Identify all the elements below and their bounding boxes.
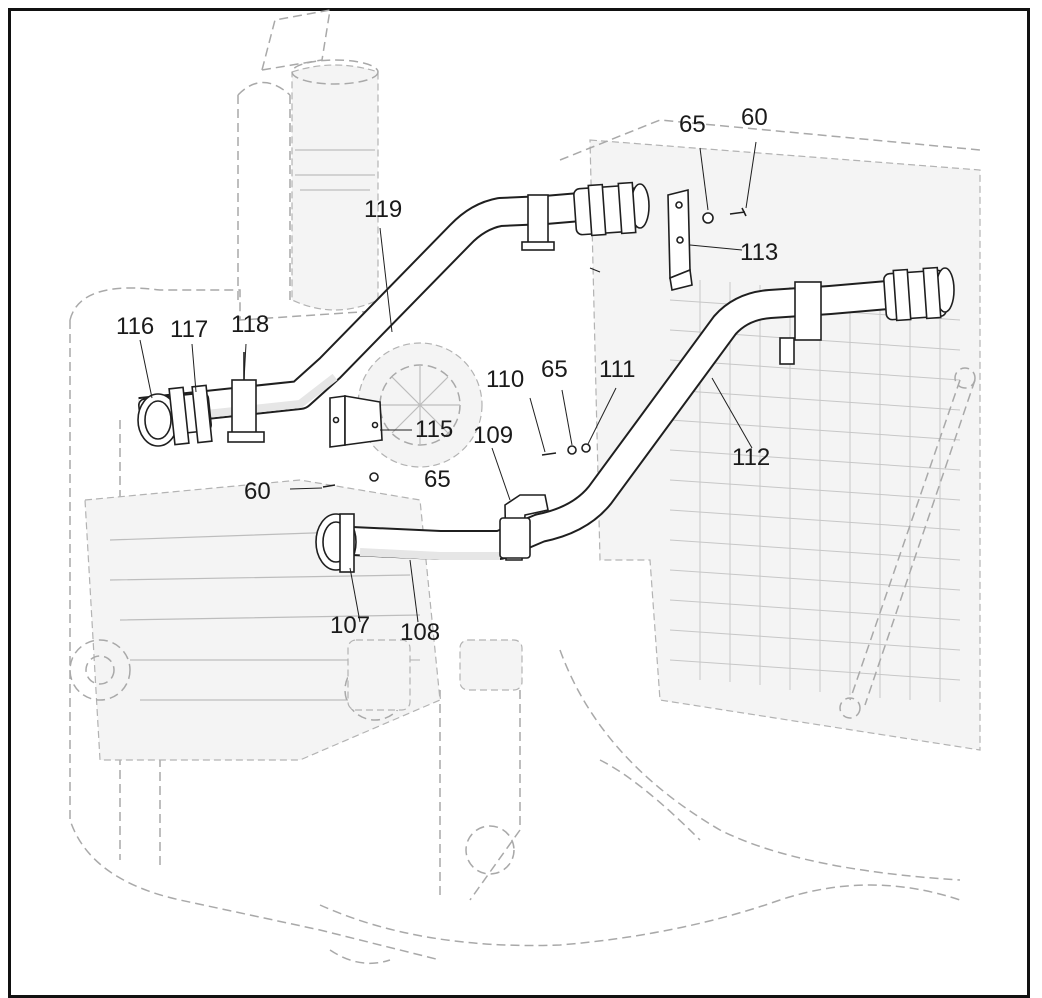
callout-107: 107 <box>330 612 371 639</box>
callout-65-top: 65 <box>679 111 706 138</box>
callout-111: 111 <box>599 356 636 383</box>
radiator-grid <box>669 280 976 719</box>
callout-110: 110 <box>486 366 525 393</box>
callout-117: 117 <box>170 316 209 343</box>
left-couplers <box>137 352 265 447</box>
pipe-112 <box>315 266 955 573</box>
callout-65-lower: 65 <box>424 466 451 493</box>
callout-118: 118 <box>231 311 270 338</box>
pipe-119 <box>138 181 650 427</box>
callout-60-top: 60 <box>741 104 768 131</box>
callout-60-lower: 60 <box>244 478 271 505</box>
bracket-113 <box>667 188 693 291</box>
callout-65-mid: 65 <box>541 356 568 383</box>
ghost-background <box>69 9 981 965</box>
bracket-115 <box>329 395 383 448</box>
fasteners <box>322 207 747 488</box>
callout-116: 116 <box>116 313 155 340</box>
callout-113: 113 <box>740 239 779 266</box>
callout-119: 119 <box>364 196 403 223</box>
leader-lines <box>139 141 757 623</box>
callout-115: 115 <box>415 416 454 443</box>
callout-112: 112 <box>732 444 771 471</box>
callout-108: 108 <box>400 619 441 646</box>
callout-109: 109 <box>473 422 514 449</box>
